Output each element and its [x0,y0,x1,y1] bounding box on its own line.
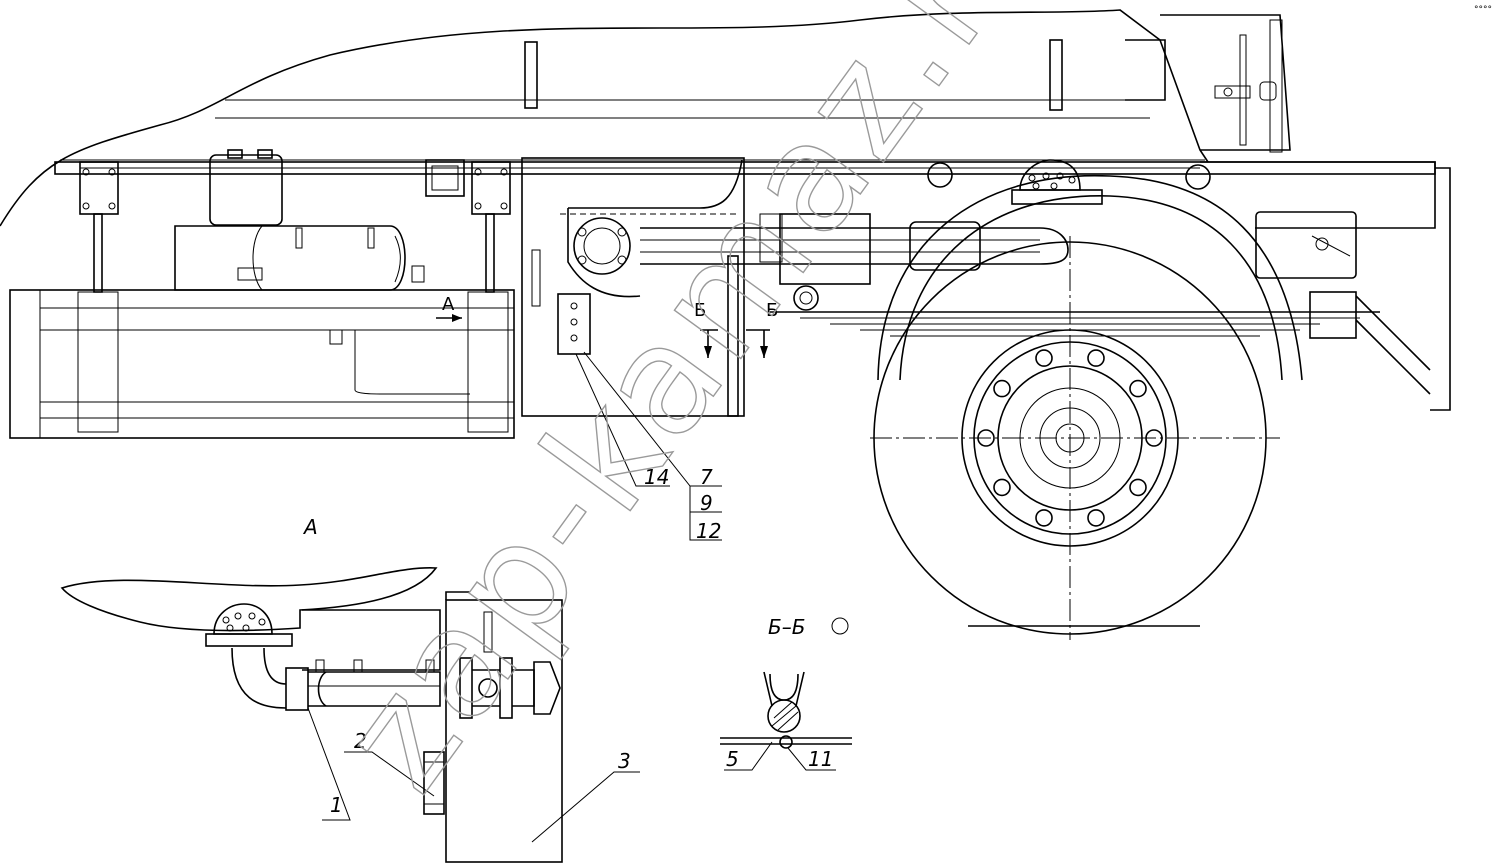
wheel-nut [993,478,1011,497]
frame-bracket-left [79,161,119,293]
section-mark-b-right: Б [766,300,778,321]
leaf-spring [770,211,1431,395]
callout-9: 9 [700,491,713,515]
watermark: zap-kamaz.ru [308,0,1090,822]
wheel-nut [1087,349,1105,367]
section-mark-b-left: Б [694,300,706,321]
callout-7: 7 [700,465,713,489]
callout-2: 2 [354,729,367,753]
callout-lines-upper: 14 7 9 12 [575,351,722,543]
rear-wheel [870,236,1280,640]
main-side-view: А Б Б [0,9,1451,640]
callout-3: 3 [618,749,631,773]
tank-box [521,157,745,417]
air-filter-upper [1011,159,1103,205]
section-b-b-title: Б–Б [768,615,805,639]
junction-box [425,159,465,197]
callout-11: 11 [808,747,833,771]
fender [877,174,1303,381]
view-arrow-a-label: А [442,294,455,315]
wheel-nut [1035,349,1053,367]
wheel-nut [977,429,995,447]
callout-14: 14 [644,465,669,489]
section-marks-b: Б Б [694,300,778,358]
section-b-b: Б–Б 5 11 [720,615,852,771]
wheel-nut [1129,379,1147,398]
exhaust-pipe [640,213,1069,311]
corner-mark: °°°° [1474,5,1492,15]
wheel-nuts [977,349,1163,527]
callout-1: 1 [330,793,343,817]
wheel-nut [993,379,1011,398]
wheel-nut [1087,509,1105,527]
callout-12: 12 [696,519,721,543]
wheel-nut [1035,509,1053,527]
air-receiver [174,225,425,291]
frame-bracket-mid [471,161,511,293]
lower-frame-member [9,289,515,439]
view-arrow-a: А [436,294,462,322]
detail-view-a: А 1 2 3 [60,515,640,863]
wheel-nut [1145,429,1163,447]
rotation-symbol [831,617,849,635]
body-outline [0,9,1209,227]
lamp-box [209,154,283,226]
wheel-nut [1129,478,1147,497]
callout-5: 5 [726,747,739,771]
view-a-title: А [302,515,318,539]
watermark-text: zap-kamaz.ru [308,0,1089,821]
